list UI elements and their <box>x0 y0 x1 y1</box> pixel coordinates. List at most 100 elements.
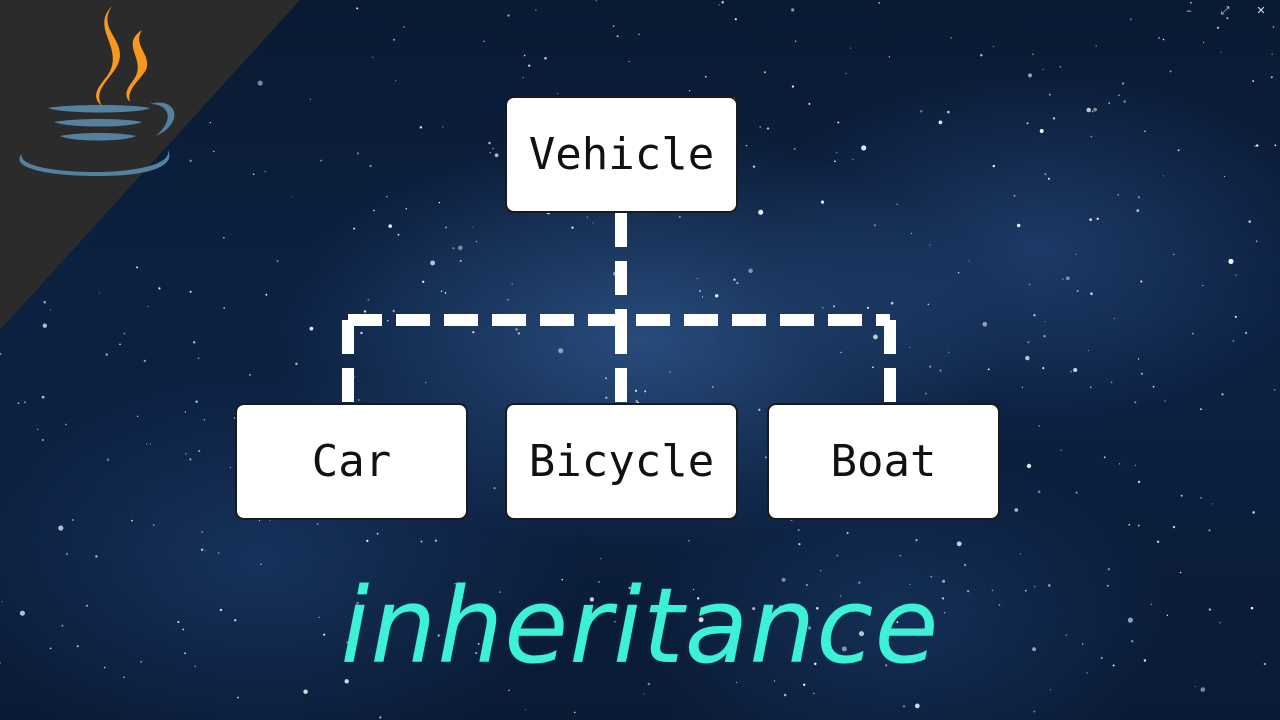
star <box>323 633 326 636</box>
star <box>1194 686 1196 688</box>
star <box>697 597 700 600</box>
restore-icon[interactable]: ⤢ <box>1220 4 1230 17</box>
star <box>1108 102 1110 104</box>
star <box>41 395 45 399</box>
star <box>499 591 501 593</box>
star <box>103 666 106 669</box>
star <box>1137 196 1140 199</box>
star <box>1039 129 1044 133</box>
star <box>182 628 185 631</box>
star <box>791 85 795 88</box>
star <box>745 144 748 147</box>
star <box>967 590 970 593</box>
star <box>24 401 26 403</box>
star <box>982 321 988 327</box>
star <box>507 14 510 17</box>
star <box>927 303 930 306</box>
star <box>98 292 101 294</box>
star <box>628 586 631 590</box>
star <box>260 563 262 566</box>
star <box>445 226 447 229</box>
star <box>644 390 647 393</box>
star <box>929 365 932 368</box>
star <box>17 402 20 405</box>
star <box>1134 464 1136 466</box>
star <box>557 93 559 95</box>
star <box>61 624 64 627</box>
star <box>948 351 950 353</box>
star <box>846 532 849 535</box>
star <box>65 552 69 556</box>
star <box>131 519 133 522</box>
star <box>119 343 121 346</box>
star <box>213 150 215 153</box>
star <box>1042 68 1044 70</box>
star <box>316 523 319 525</box>
star <box>1044 320 1046 323</box>
star <box>1144 130 1146 133</box>
star <box>791 8 795 12</box>
star <box>736 281 739 285</box>
star <box>140 660 143 663</box>
star <box>1158 37 1160 39</box>
star <box>1052 117 1056 120</box>
minimize-icon[interactable]: – <box>1186 4 1192 17</box>
star <box>1038 425 1040 427</box>
star <box>1200 496 1202 499</box>
star <box>614 621 616 623</box>
star <box>517 332 521 335</box>
star <box>483 655 486 658</box>
star <box>492 147 495 150</box>
star <box>1255 240 1258 243</box>
star <box>885 664 888 667</box>
star <box>147 306 149 308</box>
close-icon[interactable]: ✕ <box>1256 4 1266 17</box>
star <box>405 208 408 210</box>
star <box>1250 606 1254 610</box>
star <box>49 647 52 650</box>
node-boat: Boat <box>767 403 1000 520</box>
star <box>814 662 817 666</box>
star <box>910 232 913 235</box>
star <box>369 164 372 168</box>
star <box>511 283 513 285</box>
star <box>635 400 638 403</box>
star <box>184 652 187 655</box>
star <box>1025 355 1030 361</box>
node-label-bicycle: Bicycle <box>528 436 715 487</box>
star <box>733 278 736 281</box>
star <box>515 328 518 331</box>
star <box>204 550 206 552</box>
star <box>184 411 187 413</box>
star <box>1252 511 1255 514</box>
star <box>692 588 695 591</box>
star <box>1220 51 1222 53</box>
star <box>1033 585 1036 588</box>
star <box>1223 175 1226 177</box>
star <box>1021 386 1024 388</box>
star <box>209 122 211 124</box>
star <box>734 18 737 21</box>
star <box>454 583 456 585</box>
star <box>1162 38 1165 41</box>
star <box>1180 494 1183 497</box>
star <box>264 170 266 173</box>
star <box>184 453 187 455</box>
star <box>457 245 463 251</box>
star <box>420 540 423 543</box>
star <box>320 159 323 162</box>
star <box>1090 135 1093 138</box>
star <box>1134 401 1137 404</box>
star <box>201 531 204 533</box>
star <box>820 570 822 572</box>
star <box>373 209 375 212</box>
star <box>1244 331 1248 335</box>
star <box>1013 194 1016 197</box>
star <box>1273 388 1276 391</box>
star <box>1059 65 1062 68</box>
star <box>522 77 524 79</box>
star <box>42 323 47 328</box>
star <box>472 226 474 228</box>
star <box>987 368 990 371</box>
